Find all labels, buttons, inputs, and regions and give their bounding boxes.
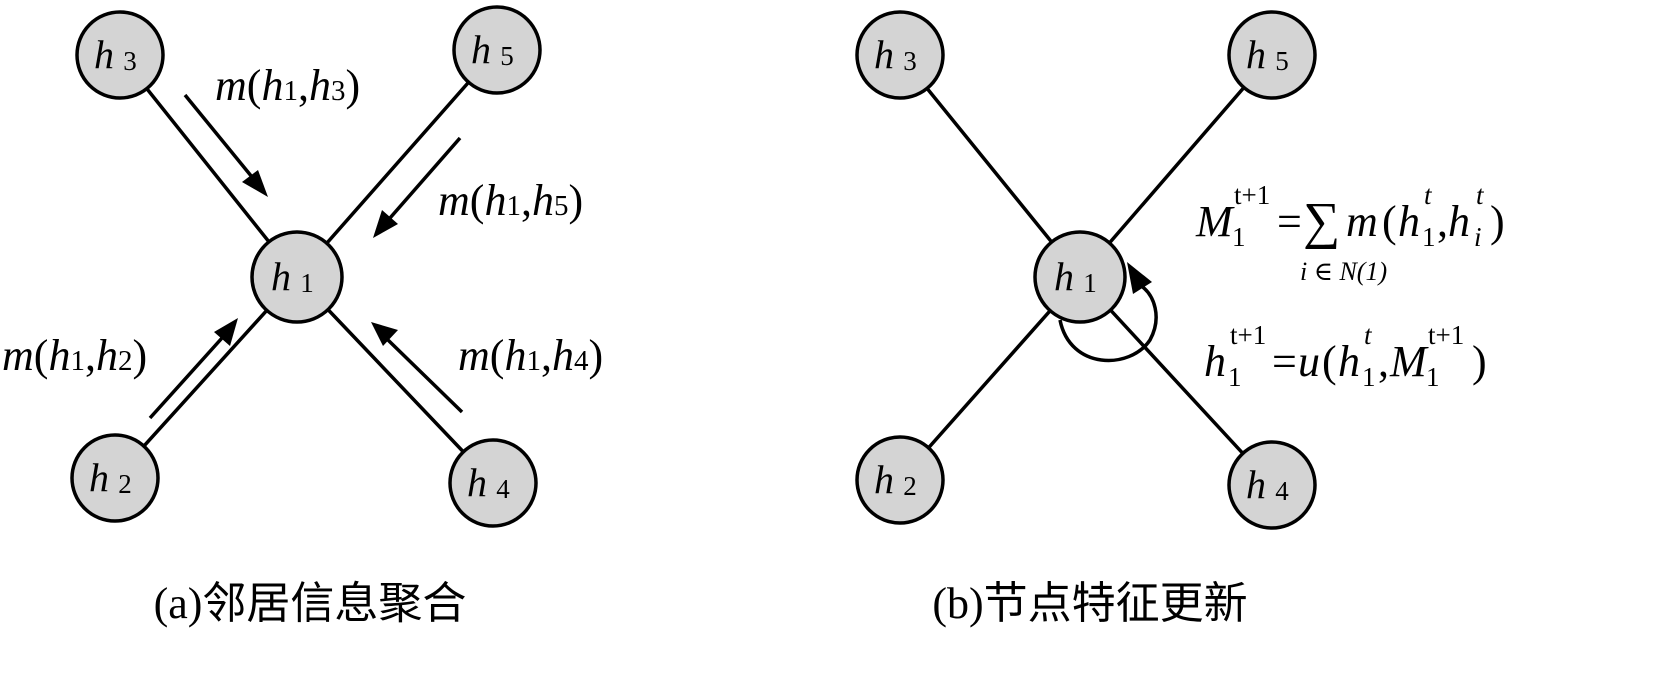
svg-text:h: h (874, 457, 894, 502)
panel-b: h 3 h 5 h 2 h 4 h 1 M t+1 1 = ∑ (855, 10, 1505, 628)
svg-text:=: = (1272, 337, 1297, 386)
svg-text:t: t (1364, 320, 1373, 350)
svg-text:M: M (1195, 197, 1235, 246)
node-h2: h 2 (70, 433, 160, 523)
svg-text:2: 2 (903, 471, 917, 501)
svg-text:h: h (467, 460, 487, 505)
svg-text:1: 1 (1228, 362, 1242, 392)
svg-text:h: h (874, 32, 894, 77)
svg-text:,: , (1378, 337, 1389, 386)
node-b-h2: h 2 (855, 435, 945, 525)
svg-text:1: 1 (1083, 268, 1097, 298)
svg-text:t+1: t+1 (1428, 320, 1464, 350)
svg-text:t+1: t+1 (1234, 180, 1270, 210)
svg-text:3: 3 (123, 46, 137, 76)
svg-text:m: m (1346, 197, 1378, 246)
svg-text:h: h (1448, 197, 1470, 246)
svg-text:h: h (94, 32, 114, 77)
node-h5: h 5 (452, 5, 542, 95)
svg-text:h: h (471, 27, 491, 72)
message-arrow-h5 (373, 136, 462, 238)
svg-text:h: h (1338, 337, 1360, 386)
svg-text:3: 3 (903, 46, 917, 76)
node-b-h5: h 5 (1227, 10, 1317, 100)
svg-text:h: h (1246, 462, 1266, 507)
svg-text:h: h (1398, 197, 1420, 246)
svg-text:u: u (1298, 337, 1320, 386)
caption-panel-a: (a)邻居信息聚合 (154, 579, 467, 628)
message-label-h4: m(h1,h4) (458, 331, 603, 380)
node-h4: h 4 (448, 438, 538, 528)
svg-text:): ) (1490, 197, 1505, 246)
svg-text:t: t (1476, 180, 1485, 210)
svg-text:1: 1 (1362, 362, 1376, 392)
svg-text:h: h (271, 254, 291, 299)
svg-text:(: ( (1322, 337, 1337, 386)
message-label-h5: m(h1,h5) (438, 176, 583, 225)
svg-text:,: , (1437, 197, 1448, 246)
node-h1-center: h 1 (250, 230, 344, 324)
svg-text:1: 1 (1426, 362, 1440, 392)
edge-b-h1-h4 (1078, 275, 1274, 487)
svg-text:h: h (1054, 254, 1074, 299)
edge-h1-h3 (118, 53, 299, 279)
panel-a: h 3 h 5 h 2 h 4 h 1 m(h1,h3) m(h1,h5) (2, 5, 603, 628)
svg-text:=: = (1277, 197, 1302, 246)
svg-text:1: 1 (1422, 222, 1436, 252)
node-b-h3: h 3 (855, 10, 945, 100)
svg-text:5: 5 (500, 41, 514, 71)
node-b-h1-center: h 1 (1033, 230, 1127, 324)
message-label-h2: m(h1,h2) (2, 331, 147, 380)
svg-text:h: h (1204, 337, 1226, 386)
svg-text:(: ( (1382, 197, 1397, 246)
edge-h1-h5 (295, 48, 499, 279)
svg-text:t+1: t+1 (1230, 320, 1266, 350)
svg-text:∑: ∑ (1303, 193, 1340, 250)
svg-text:4: 4 (1275, 476, 1289, 506)
svg-text:h: h (89, 455, 109, 500)
svg-text:t: t (1424, 180, 1433, 210)
edge-b-h1-h5 (1078, 53, 1274, 279)
svg-text:): ) (1472, 337, 1487, 386)
formula-aggregation: M t+1 1 = ∑ i ∈ N(1) m ( h t 1 , h t i ) (1195, 180, 1505, 286)
message-arrow-h3 (183, 93, 268, 197)
message-arrow-h4 (371, 322, 464, 414)
svg-text:M: M (1389, 337, 1429, 386)
node-b-h4: h 4 (1227, 440, 1317, 530)
svg-text:1: 1 (300, 268, 314, 298)
svg-text:2: 2 (118, 469, 132, 499)
edge-b-h1-h3 (898, 53, 1082, 279)
svg-text:i: i (1474, 222, 1482, 252)
edge-h1-h4 (295, 275, 495, 485)
caption-panel-b: (b)节点特征更新 (932, 579, 1247, 628)
node-h3: h 3 (75, 10, 165, 100)
svg-text:i ∈ N(1): i ∈ N(1) (1300, 257, 1387, 286)
svg-text:5: 5 (1275, 46, 1289, 76)
svg-text:4: 4 (496, 474, 510, 504)
message-arrow-h2 (148, 318, 238, 420)
svg-text:h: h (1246, 32, 1266, 77)
self-loop-arrow (1058, 262, 1158, 363)
svg-text:1: 1 (1232, 222, 1246, 252)
message-label-h3: m(h1,h3) (215, 61, 360, 110)
formula-update: h t+1 1 = u ( h t 1 , M t+1 1 ) (1204, 320, 1487, 392)
